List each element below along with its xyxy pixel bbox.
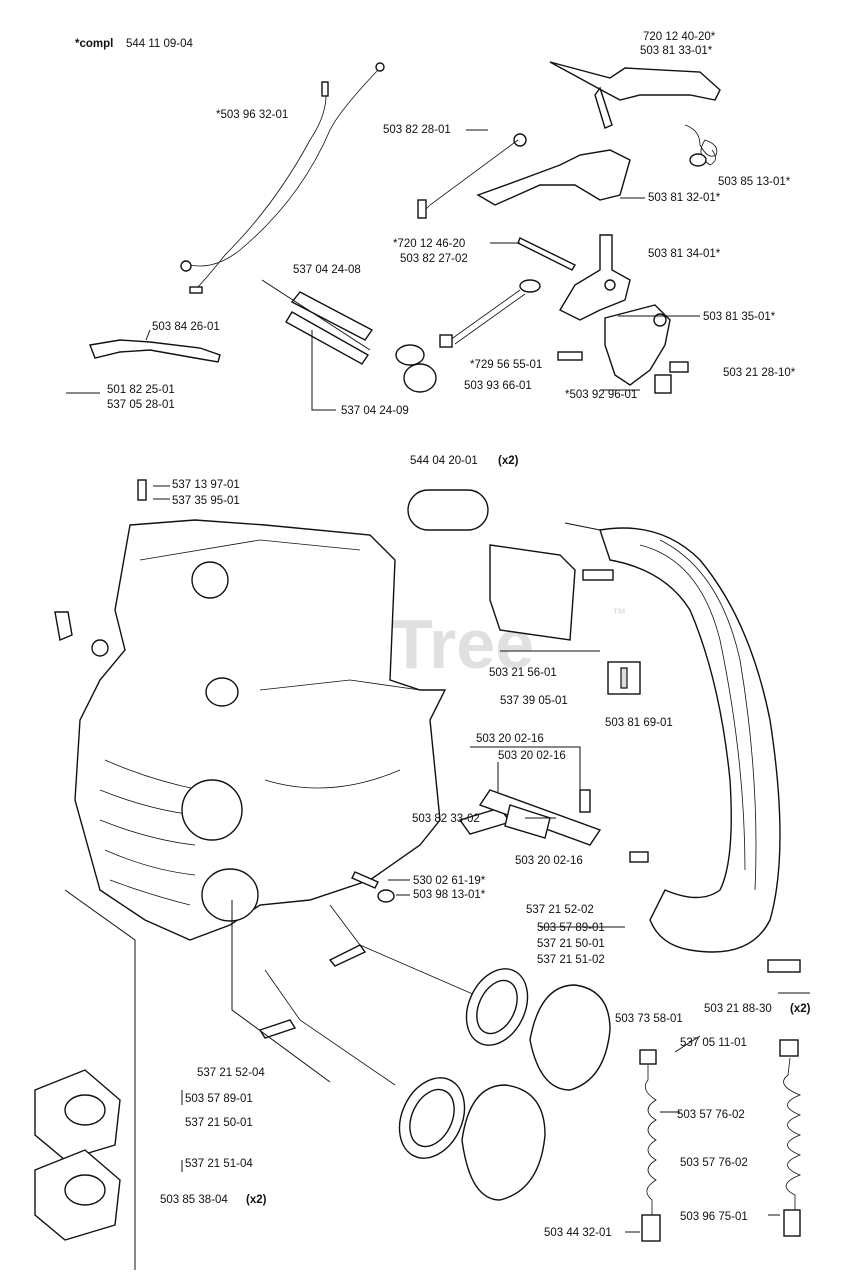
compl-number: 544 11 09-04 [126,38,194,50]
screw-530026119 [351,871,395,903]
leaders-lower [64,485,810,1270]
label-501822501: 501 82 25-01 [107,384,175,396]
wrench-icon [607,661,641,695]
gasket-ring-upper [465,968,529,1046]
label-503813201: 503 81 32-01* [648,192,721,204]
label-537051101: 537 05 11-01 [680,1037,747,1049]
label-537139701: 537 13 97-01 [172,479,240,491]
label-503200216-c: 503 20 02-16 [515,855,583,867]
pickup-rod-upper [328,904,476,996]
screw-503218830 [767,959,801,973]
label-720124620: *720 12 46-20 [393,238,465,250]
label-503578901-b: 503 57 89-01 [185,1093,253,1105]
label-537042408: 537 04 24-08 [293,264,361,276]
screws-right [654,361,689,394]
label-503813401: 503 81 34-01* [648,248,721,260]
spring-right [779,1039,802,1237]
label-503215601: 503 21 56-01 [489,667,557,679]
label-503853804-qty: (x2) [246,1194,267,1206]
screw-729565501 [557,351,583,361]
label-537215102: 537 21 51-02 [537,954,605,966]
label-503813501: 503 81 35-01* [703,311,776,323]
label-503578901-a: 503 57 89-01 [537,922,605,934]
bolts-shaft [579,789,649,863]
label-503200216-b: 503 20 02-16 [498,750,566,762]
left-connectors [54,611,109,657]
label-503200216-a: 503 20 02-16 [476,733,544,745]
primer-valve [395,344,437,393]
label-503842601: 503 84 26-01 [152,321,220,333]
label-503967501: 503 96 75-01 [680,1211,748,1223]
stop-lever [559,234,631,321]
label-537390501: 537 39 05-01 [500,695,568,707]
watermark-tm: ™ [612,605,626,621]
label-503823302: 503 82 33-02 [412,813,480,825]
label-503443201: 503 44 32-01 [544,1227,612,1239]
leaders-top [66,129,700,411]
pickup-rod-lower [258,969,396,1086]
label-503577602-b: 503 57 76-02 [680,1157,748,1169]
label-537359501: 537 35 95-01 [172,495,240,507]
label-503212810: 503 21 28-10* [723,367,796,379]
gasket-ring-lower [398,1077,466,1159]
label-530026119: 530 02 61-19* [413,875,486,887]
label-537042409: 537 04 24-09 [341,405,409,417]
bracket [604,304,671,386]
filter-elements [34,1069,121,1241]
label-544042001-qty: (x2) [498,455,519,467]
elbow-tube [599,527,781,953]
compl-prefix: *compl [75,38,113,50]
label-537215202: 537 21 52-02 [526,904,594,916]
label-503218830-qty: (x2) [790,1003,811,1015]
filter-cover-lower [461,1084,546,1201]
wire-harness [180,62,385,294]
label-503853804: 503 85 38-04 [160,1194,228,1206]
label-720124020: 720 12 40-20* [643,31,716,43]
label-503218830: 503 21 88-30 [704,1003,772,1015]
label-503929601: *503 92 96-01 [565,389,637,401]
fuel-line-small [89,339,221,363]
filter-cover-upper [529,984,611,1091]
cap [407,489,489,531]
linkage-rod [439,279,541,348]
spring [684,124,718,167]
plate [489,544,576,641]
rod-720124620 [517,237,576,271]
throttle-trigger [549,61,721,129]
label-503735801: 503 73 58-01 [615,1013,683,1025]
bolt-plate [582,569,614,581]
nozzle-537139701 [137,479,147,501]
label-503851301: 503 85 13-01* [718,176,791,188]
label-503816901: 503 81 69-01 [605,717,673,729]
label-503963201: *503 96 32-01 [216,109,288,121]
label-537215104: 537 21 51-04 [185,1158,253,1170]
label-503936601: 503 93 66-01 [464,380,532,392]
label-503577602-a: 503 57 76-02 [677,1109,745,1121]
spring-left [639,1049,661,1242]
label-544042001: 544 04 20-01 [410,455,478,467]
label-503822702: 503 82 27-02 [400,253,468,265]
label-503822801: 503 82 28-01 [383,124,451,136]
label-537215001-a: 537 21 50-01 [537,938,605,950]
label-503981301: 503 98 13-01* [413,889,486,901]
label-729565501: *729 56 55-01 [470,359,542,371]
label-503813301: 503 81 33-01* [640,45,713,57]
throttle-lever [417,133,631,219]
label-537215001-b: 537 21 50-01 [185,1117,253,1129]
label-537215204: 537 21 52-04 [197,1067,265,1079]
label-537052801: 537 05 28-01 [107,399,175,411]
sleeves [285,291,374,365]
tank-body [74,519,447,941]
